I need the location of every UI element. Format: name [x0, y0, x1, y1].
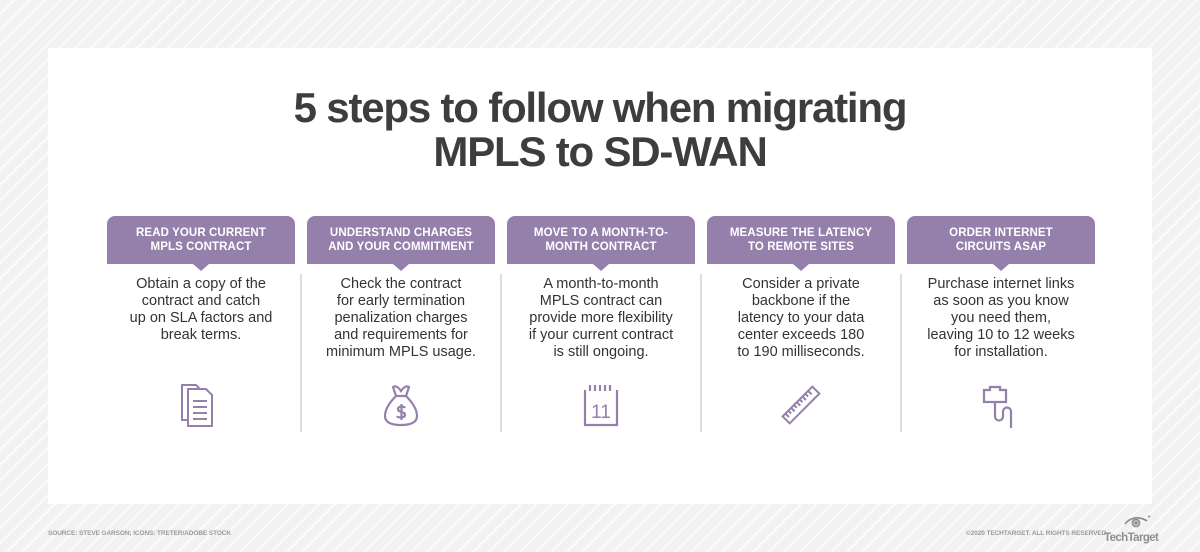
step-description: Consider a private backbone if the laten…: [707, 276, 895, 361]
step-text-line: Purchase internet links: [927, 276, 1075, 292]
step-header: MEASURE THE LATENCY TO REMOTE SITES: [707, 216, 895, 271]
step-text-line: Check the contract: [340, 276, 462, 292]
step-text-line: and requirements for: [334, 327, 468, 343]
step-text-line: if your current contract: [528, 327, 674, 343]
step-text-line: contract and catch: [141, 293, 261, 309]
svg-text:11: 11: [591, 402, 611, 423]
step-text-line: leaving 10 to 12 weeks: [927, 327, 1075, 343]
step-header-line: UNDERSTAND CHARGES: [329, 227, 473, 239]
step-header-line: MEASURE THE LATENCY: [729, 227, 873, 239]
step-header: READ YOUR CURRENT MPLS CONTRACT: [107, 216, 295, 271]
content-panel: [48, 48, 1152, 504]
step-description: A month-to-month MPLS contract can provi…: [507, 276, 695, 361]
step-description: Check the contract for early termination…: [307, 276, 495, 361]
step-text-line: MPLS contract can: [539, 293, 663, 309]
step-text-line: backbone if the: [751, 293, 851, 309]
title-line-1: 5 steps to follow when migrating: [293, 84, 908, 131]
step-text-line: is still ongoing.: [553, 344, 649, 360]
step-header-line: READ YOUR CURRENT: [136, 227, 266, 239]
step-text-line: latency to your data: [737, 310, 865, 326]
step-text-line: for early termination: [336, 293, 466, 309]
step-text-line: Consider a private: [742, 276, 860, 292]
page-title: 5 steps to follow when migrating MPLS to…: [0, 86, 1200, 174]
step-text-line: center exceeds 180: [737, 327, 865, 343]
logo-text: TechTarget: [1104, 532, 1159, 544]
step-card-5: ORDER INTERNET CIRCUITS ASAP Purchase in…: [907, 216, 1095, 432]
network-cable-icon: [976, 380, 1026, 430]
step-text-line: for installation.: [954, 344, 1048, 360]
techtarget-logo: TechTarget: [1104, 514, 1159, 544]
step-text-line: break terms.: [160, 327, 242, 343]
column-divider: [900, 274, 902, 432]
column-divider: [300, 274, 302, 432]
step-header-line: CIRCUITS ASAP: [955, 241, 1047, 253]
step-header: ORDER INTERNET CIRCUITS ASAP: [907, 216, 1095, 271]
step-text-line: as soon as you know: [933, 293, 1069, 309]
step-text-line: up on SLA factors and: [129, 310, 273, 326]
step-header-line: MOVE TO A MONTH-TO-: [533, 227, 669, 239]
ruler-icon: [776, 380, 826, 430]
step-text-line: A month-to-month: [543, 276, 659, 292]
step-header-line: MPLS CONTRACT: [150, 241, 252, 253]
documents-icon: [176, 380, 226, 430]
title-line-2: MPLS to SD-WAN: [433, 128, 767, 175]
calendar-icon: 11: [576, 380, 626, 430]
step-text-line: to 190 milliseconds.: [737, 344, 865, 360]
step-header: MOVE TO A MONTH-TO- MONTH CONTRACT: [507, 216, 695, 271]
step-card-4: MEASURE THE LATENCY TO REMOTE SITES Cons…: [707, 216, 895, 432]
column-divider: [500, 274, 502, 432]
step-text-line: penalization charges: [334, 310, 468, 326]
step-card-1: READ YOUR CURRENT MPLS CONTRACT Obtain a…: [107, 216, 295, 432]
step-text-line: provide more flexibility: [529, 310, 673, 326]
step-description: Purchase internet links as soon as you k…: [907, 276, 1095, 361]
column-divider: [700, 274, 702, 432]
step-description: Obtain a copy of the contract and catch …: [107, 276, 295, 344]
step-header-line: MONTH CONTRACT: [545, 241, 657, 253]
step-header: UNDERSTAND CHARGES AND YOUR COMMITMENT: [307, 216, 495, 271]
eye-icon: [1124, 515, 1151, 528]
step-text-line: you need them,: [951, 310, 1051, 326]
step-header-line: ORDER INTERNET: [949, 227, 1053, 239]
step-header-line: AND YOUR COMMITMENT: [328, 241, 474, 253]
step-text-line: Obtain a copy of the: [136, 276, 266, 292]
step-text-line: minimum MPLS usage.: [326, 344, 476, 360]
step-card-2: UNDERSTAND CHARGES AND YOUR COMMITMENT C…: [307, 216, 495, 432]
money-bag-icon: [376, 380, 426, 430]
step-header-line: TO REMOTE SITES: [747, 241, 855, 253]
source-credit: SOURCE: STEVE GARSON; ICONS: TRETER/ADOB…: [48, 530, 231, 537]
step-card-3: MOVE TO A MONTH-TO- MONTH CONTRACT A mon…: [507, 216, 695, 432]
copyright-notice: ©2020 TECHTARGET. ALL RIGHTS RESERVED: [966, 530, 1107, 537]
